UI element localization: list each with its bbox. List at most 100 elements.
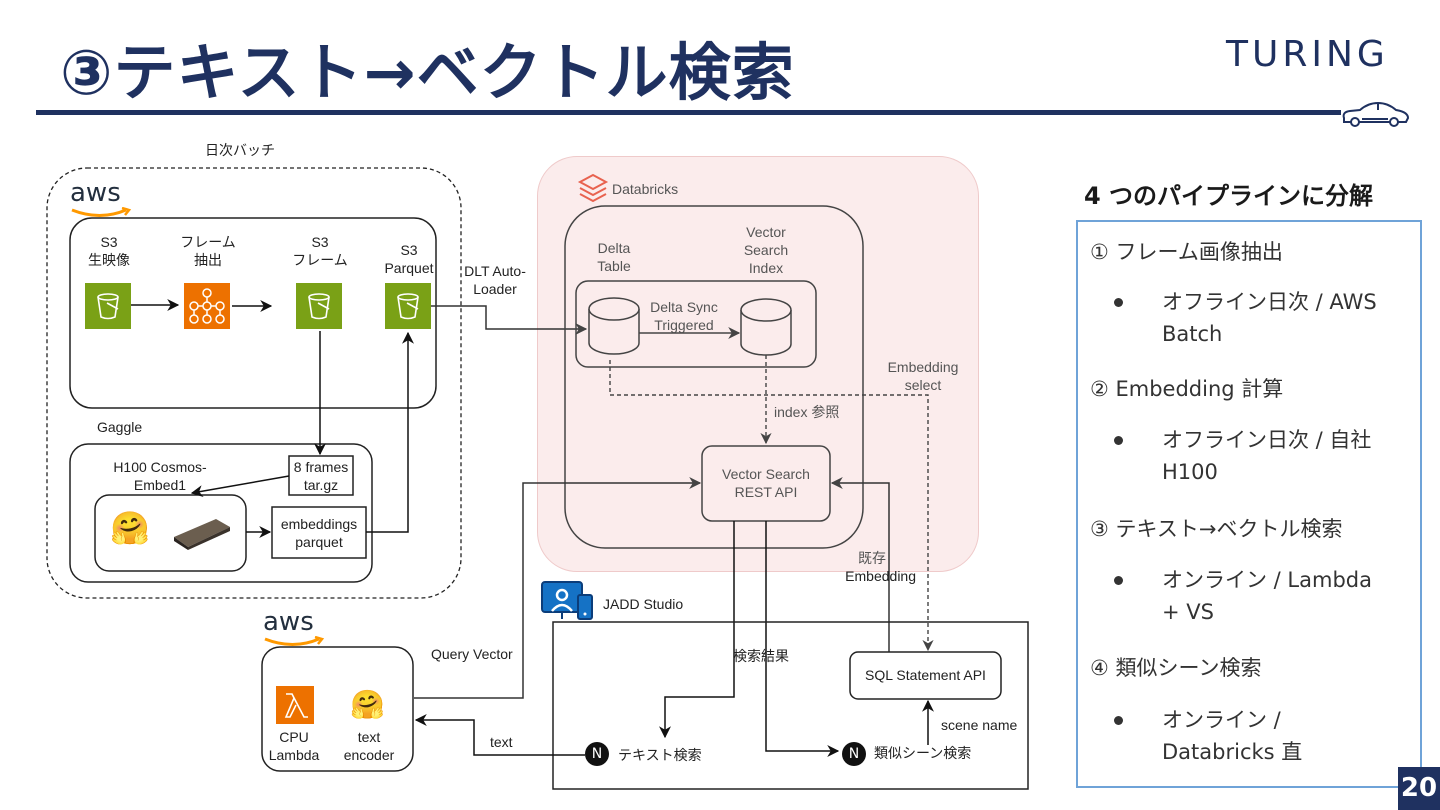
scene-name-label: scene name: [941, 717, 1018, 733]
pipeline-detail-1-line1: オフライン日次 / AWS: [1162, 290, 1377, 314]
delta-group-box: [575, 280, 817, 368]
vs-rest-api-label[interactable]: Vector Search REST API: [702, 465, 830, 501]
delta-table-line2: Table: [597, 258, 631, 274]
embedding-select-label: Embedding select: [880, 358, 966, 394]
pipeline-detail-4-line1: オンライン /: [1162, 708, 1281, 732]
car-icon: [1342, 101, 1410, 127]
bullet-icon: [1114, 576, 1123, 585]
bullet-icon: [1114, 716, 1123, 725]
pipeline-detail-2: オフライン日次 / 自社 H100: [1162, 424, 1371, 488]
frames-tar-box: [288, 455, 354, 496]
similar-scene-search-page[interactable]: 類似シーン検索: [874, 745, 972, 761]
databricks-label: Databricks: [612, 181, 679, 197]
model-label-line2: Embed1: [133, 477, 187, 493]
existing-embedding-line2: Embedding: [845, 568, 916, 584]
cpu-line1: CPU: [279, 729, 309, 745]
s3-frames-line2: フレーム: [292, 252, 348, 268]
encoder-line1: text: [357, 729, 381, 745]
huggingface-icon: 🤗: [350, 689, 385, 720]
model-box: [94, 494, 247, 572]
aws-smile-icon: [264, 635, 325, 646]
pipeline-detail-4: オンライン / Databricks 直: [1162, 704, 1302, 768]
aws-logo-text: aws: [263, 607, 314, 637]
jadd-studio-label: JADD Studio: [603, 596, 684, 612]
pipeline-detail-3: オンライン / Lambda + VS: [1162, 564, 1372, 628]
pipeline-summary-panel: [1076, 220, 1422, 788]
s3-raw-line1: S3: [100, 234, 118, 250]
delta-table-cylinder: [588, 297, 640, 355]
pipeline-detail-3-line2: + VS: [1162, 600, 1214, 624]
frames-tar-label: 8 frames tar.gz: [289, 458, 353, 494]
page-title: ③テキスト→ベクトル検索: [60, 36, 795, 109]
text-encoder-label: text encoder: [336, 728, 402, 764]
sql-statement-api-box: [849, 651, 1002, 700]
embedding-select-line2: select: [904, 377, 942, 393]
embeddings-line2: parquet: [295, 534, 343, 550]
batch-container: [46, 167, 462, 599]
gaggle-box: [69, 443, 373, 583]
text-label: text: [490, 734, 513, 750]
query-vector-label: Query Vector: [431, 646, 513, 662]
delta-sync-line2: Triggered: [654, 317, 714, 333]
text-search-page[interactable]: テキスト検索: [618, 747, 702, 763]
pipeline-heading-3: ③ テキスト→ベクトル検索: [1090, 517, 1343, 541]
aws-logo-text: aws: [70, 178, 121, 208]
s3-frames-label: S3 フレーム: [288, 233, 352, 269]
dlt-line2: Loader: [473, 281, 517, 297]
embeddings-line1: embeddings: [280, 516, 358, 532]
s3-parquet-line1: S3: [400, 242, 418, 258]
huggingface-icon: 🤗: [110, 510, 150, 546]
step-functions-icon: [184, 283, 230, 329]
pipeline-detail-4-line2: Databricks 直: [1162, 740, 1303, 764]
lambda-box: [261, 646, 414, 772]
frames-tar-line2: tar.gz: [303, 477, 339, 493]
vs-rest-api-line2: REST API: [734, 484, 798, 500]
s3-raw-label: S3 生映像: [84, 233, 134, 269]
databricks-icon: [577, 173, 609, 203]
lambda-icon: [276, 686, 314, 724]
pipeline-detail-2-line2: H100: [1162, 460, 1218, 484]
s3-bucket-icon: [85, 283, 131, 329]
vs-index-line3: Index: [748, 260, 784, 276]
existing-embedding-line1: 既存: [858, 550, 886, 566]
sql-statement-api-label[interactable]: SQL Statement API: [865, 667, 986, 683]
gpu-icon: [174, 519, 230, 550]
delta-sync-line1: Delta Sync: [650, 299, 718, 315]
cpu-line2: Lambda: [268, 747, 320, 763]
pipeline-detail-3-line1: オンライン / Lambda: [1162, 568, 1372, 592]
s3-raw-line2: 生映像: [88, 252, 130, 268]
sidebar-title: 4 つのパイプラインに分解: [1084, 182, 1374, 210]
vs-index-line2: Search: [743, 242, 789, 258]
databricks-inner-box: [564, 205, 864, 549]
delta-table-line1: Delta: [597, 240, 631, 256]
bullet-icon: [1114, 436, 1123, 445]
title-divider: [36, 110, 1341, 115]
frame-extract-line1: フレーム: [180, 234, 236, 250]
gaggle-label: Gaggle: [97, 419, 143, 435]
jadd-studio-box: [552, 621, 1029, 790]
page-number: 20: [1398, 767, 1440, 810]
search-results-label: 検索結果: [733, 648, 789, 664]
pipeline-heading-4: ④ 類似シーン検索: [1090, 656, 1262, 680]
batch-label: 日次バッチ: [205, 142, 275, 158]
model-label-line1: H100 Cosmos-: [113, 459, 207, 475]
vs-rest-api-line1: Vector Search: [722, 466, 810, 482]
s3-bucket-icon: [296, 283, 342, 329]
encoder-line2: encoder: [343, 747, 395, 763]
frames-tar-line1: 8 frames: [293, 459, 349, 475]
pipeline-detail-1-line2: Batch: [1162, 322, 1223, 346]
pipeline-detail-2-line1: オフライン日次 / 自社: [1162, 428, 1372, 452]
pipeline-heading-1: ① フレーム画像抽出: [1090, 240, 1283, 264]
delta-sync-label: Delta Sync Triggered: [642, 298, 726, 334]
vs-index-label: Vector Search Index: [734, 223, 798, 277]
dlt-line1: DLT Auto-: [464, 263, 526, 279]
delta-table-label: Delta Table: [588, 239, 640, 275]
s3-frames-line1: S3: [311, 234, 329, 250]
aws-box: [69, 217, 437, 409]
nextjs-icon: N: [842, 742, 866, 766]
index-ref-label: index 参照: [774, 404, 840, 420]
vs-index-line1: Vector: [746, 224, 786, 240]
aws-logo: aws: [263, 609, 325, 653]
bullet-icon: [1114, 298, 1123, 307]
frame-extract-label: フレーム 抽出: [173, 233, 243, 269]
